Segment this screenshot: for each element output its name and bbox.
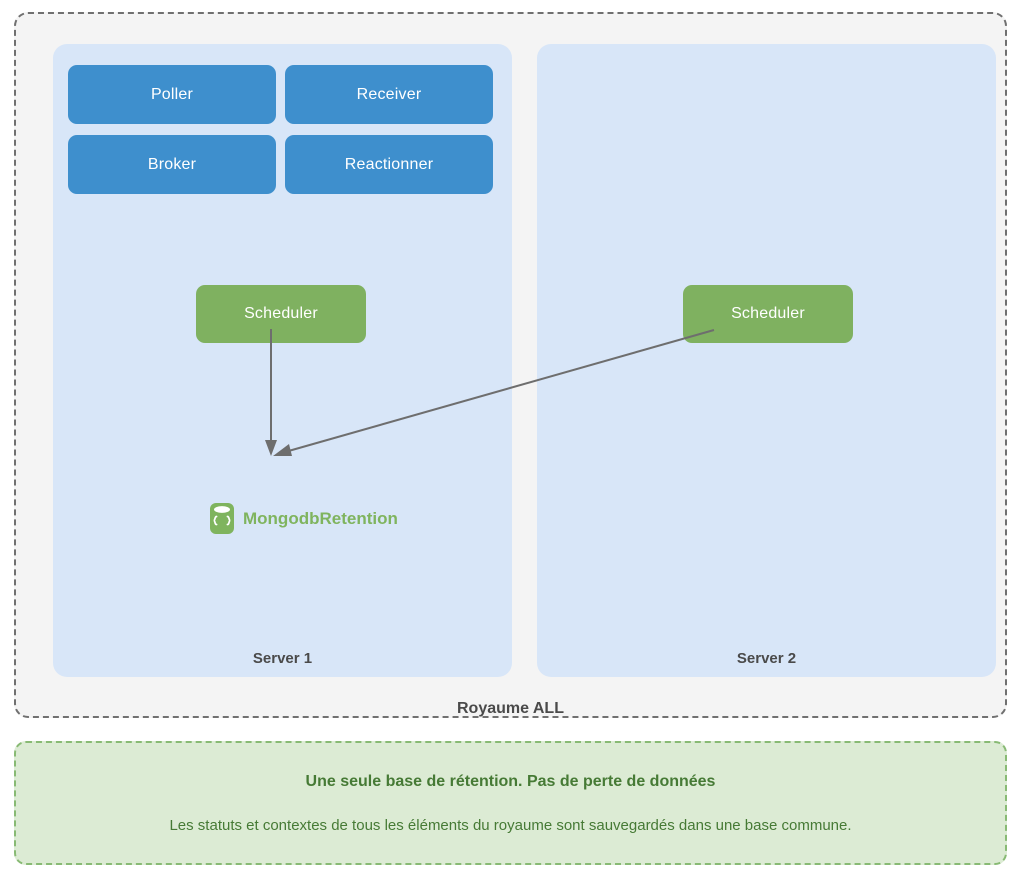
component-broker[interactable]: Broker [68,135,276,194]
component-reactionner[interactable]: Reactionner [285,135,493,194]
realm-container: Poller Receiver Broker Reactionner Sched… [14,12,1007,718]
info-callout-text: Les statuts et contextes de tous les élé… [169,816,852,834]
mongodb-retention-label: MongodbRetention [243,508,398,528]
component-scheduler-server-1-label: Scheduler [244,305,318,322]
component-scheduler-server-2[interactable]: Scheduler [683,285,853,343]
component-scheduler-server-2-label: Scheduler [731,305,805,322]
component-broker-label: Broker [147,155,197,173]
info-callout: Une seule base de rétention. Pas de pert… [14,741,1007,865]
server-panel-server-1: Poller Receiver Broker Reactionner Sched… [53,44,512,677]
database-icon [209,502,235,535]
server-panel-server-2: Scheduler Server 2 [537,44,996,677]
component-poller[interactable]: Poller [68,65,276,124]
component-reactionner-label: Reactionner [344,155,434,173]
realm-label: Royaume ALL [457,700,564,717]
component-receiver-label: Receiver [356,85,422,103]
server-2-label: Server 2 [736,650,797,667]
component-receiver[interactable]: Receiver [285,65,493,124]
server-1-label: Server 1 [252,650,313,667]
component-scheduler-server-1[interactable]: Scheduler [196,285,366,343]
mongodb-retention-node[interactable]: MongodbRetention [209,502,398,535]
component-poller-label: Poller [150,85,194,103]
info-callout-title: Une seule base de rétention. Pas de pert… [305,772,716,790]
